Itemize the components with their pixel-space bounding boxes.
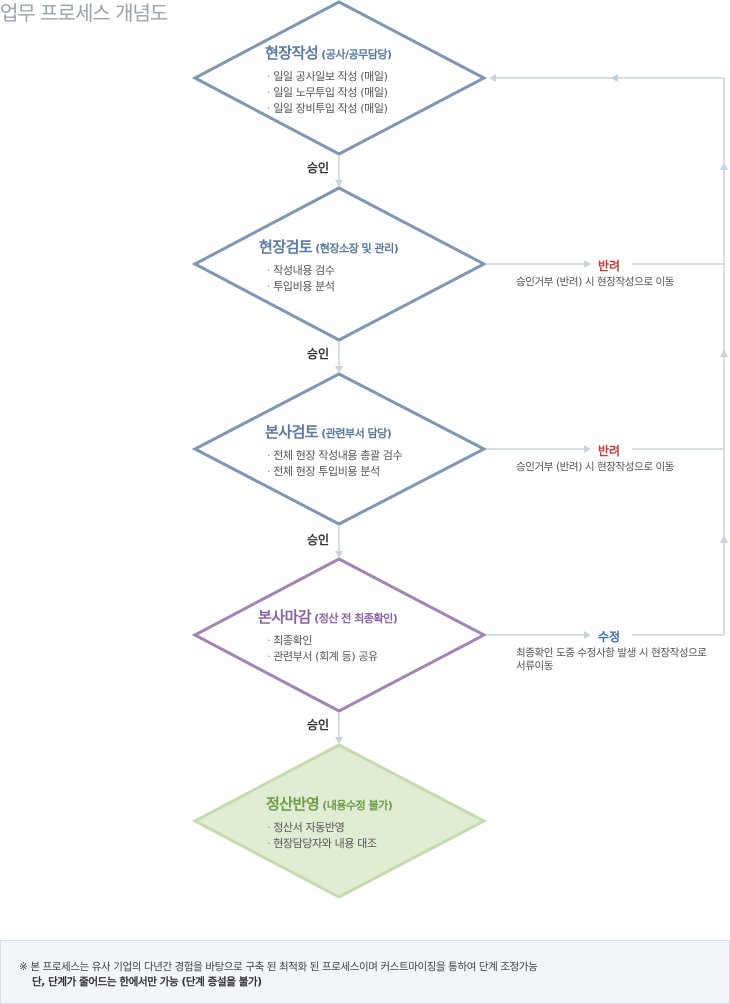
reject-label-1: 반려 [598, 259, 621, 273]
revise-label: 수정 [598, 630, 621, 644]
step-3-label: 본사검토(관련부서 담당) 전체 현장 작성내용 총괄 검수 전체 현장 투입비… [265, 421, 403, 480]
step-2-title: 현장검토(현장소장 및 관리) [259, 238, 399, 256]
approve-label-1: 승인 [307, 161, 330, 175]
step-5-items: 정산서 자동반영 현장담당자와 내용 대조 [267, 820, 392, 852]
step-5-label: 정산반영(내용수정 불가) 정산서 자동반영 현장담당자와 내용 대조 [266, 793, 393, 852]
step-4-label: 본사마감(정산 전 최종확인) 최종확인 관련부서 (회계 등) 공유 [258, 606, 398, 665]
step-1-items: 일일 공사일보 작성 (매일) 일일 노무투입 작성 (매일) 일일 장비투입 … [267, 69, 392, 117]
reject-desc-1: 승인거부 (반려) 시 현장작성으로 이동 [516, 276, 675, 288]
step-4-items: 최종확인 관련부서 (회계 등) 공유 [267, 633, 397, 665]
list-item: 일일 장비투입 작성 (매일) [267, 101, 392, 117]
up-arrow-2 [720, 349, 728, 357]
list-item: 전체 현장 작성내용 총괄 검수 [267, 448, 402, 464]
revise-desc: 최종확인 도중 수정사항 발생 시 현장작성으로 서류이동 [516, 647, 707, 673]
list-item: 최종확인 [267, 633, 397, 649]
list-item: 작성내용 검수 [267, 263, 398, 279]
step-5-title: 정산반영(내용수정 불가) [266, 795, 393, 813]
step-1-title: 현장작성(공사/공무담당) [265, 44, 392, 62]
note-line-1: ※ 본 프로세스는 유사 기업의 다년간 경험을 바탕으로 구축 된 최적화 된… [19, 961, 538, 973]
step-2-label: 현장검토(현장소장 및 관리) 작성내용 검수 투입비용 분석 [259, 236, 399, 295]
reject-desc-2: 승인거부 (반려) 시 현장작성으로 이동 [516, 461, 675, 473]
reject-label-2: 반려 [598, 444, 621, 458]
up-arrow-1 [720, 162, 728, 170]
approve-label-4: 승인 [307, 718, 330, 732]
list-item: 일일 공사일보 작성 (매일) [267, 69, 392, 85]
process-note-box: ※ 본 프로세스는 유사 기업의 다년간 경험을 바탕으로 구축 된 최적화 된… [0, 940, 730, 1004]
approve-label-2: 승인 [307, 347, 330, 361]
list-item: 관련부서 (회계 등) 공유 [267, 649, 397, 665]
left-arrow-top [610, 74, 618, 82]
note-line-2: 단, 단계가 줄어드는 한에서만 가능 (단계 증설을 불가) [32, 976, 262, 988]
list-item: 일일 노무투입 작성 (매일) [267, 85, 392, 101]
step-1-label: 현장작성(공사/공무담당) 일일 공사일보 작성 (매일) 일일 노무투입 작성… [265, 42, 392, 117]
list-item: 정산서 자동반영 [267, 820, 392, 836]
approve-label-3: 승인 [307, 533, 330, 547]
step-3-items: 전체 현장 작성내용 총괄 검수 전체 현장 투입비용 분석 [267, 448, 402, 480]
revise-desc-line1: 최종확인 도중 수정사항 발생 시 현장작성으로 [516, 647, 707, 659]
list-item: 현장담당자와 내용 대조 [267, 836, 392, 852]
up-arrow-3 [720, 535, 728, 543]
list-item: 전체 현장 투입비용 분석 [267, 464, 402, 480]
revise-desc-line2: 서류이동 [516, 660, 554, 672]
list-item: 투입비용 분석 [267, 279, 398, 295]
step-2-items: 작성내용 검수 투입비용 분석 [267, 263, 398, 295]
page-title: 업무 프로세스 개념도 [0, 1, 168, 25]
step-4-title: 본사마감(정산 전 최종확인) [258, 608, 398, 626]
step-3-title: 본사검토(관련부서 담당) [265, 423, 392, 441]
